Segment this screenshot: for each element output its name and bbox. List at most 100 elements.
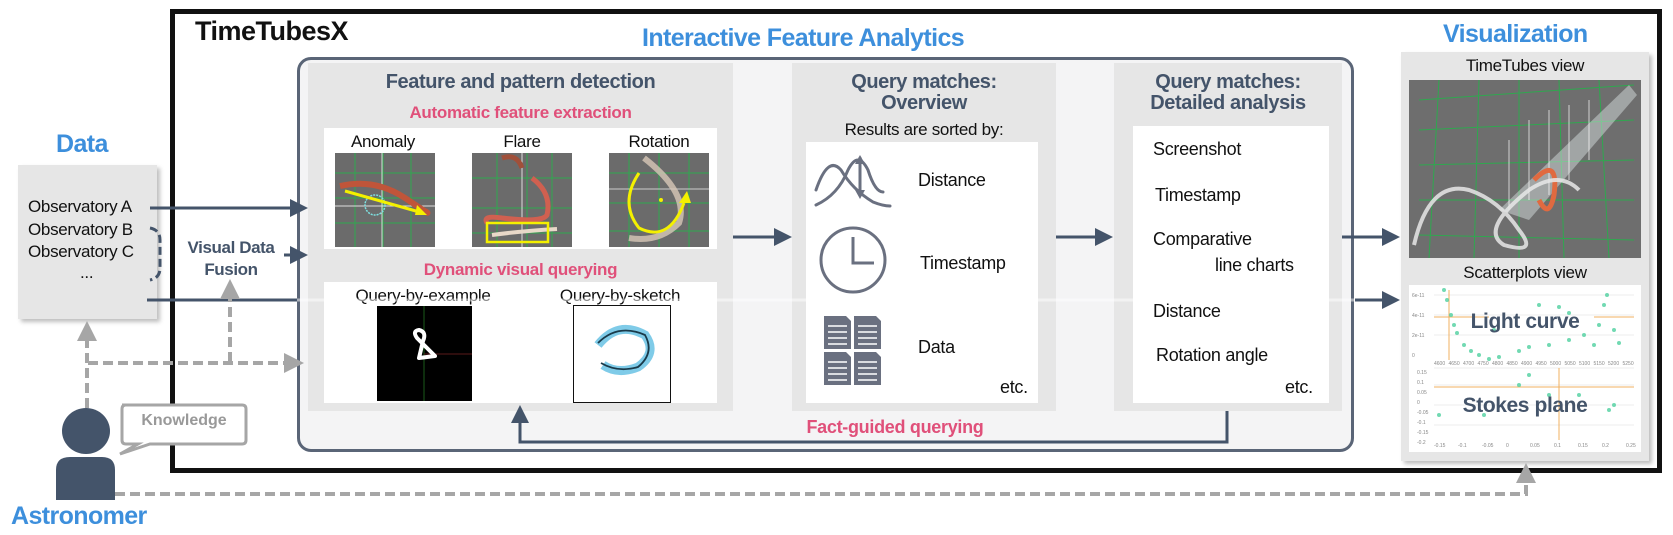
light-curve-x-tick: 5050 <box>1565 361 1576 367</box>
flare-label: Flare <box>503 132 541 151</box>
scatter-point <box>1449 313 1453 317</box>
light-curve-x-tick: 4750 <box>1478 361 1489 367</box>
scatter-point <box>1527 373 1531 377</box>
scatter-point <box>1517 383 1521 387</box>
query-by-example-image[interactable] <box>377 306 472 401</box>
knowledge-label: Knowledge <box>141 412 227 429</box>
sort-timestamp[interactable]: Timestamp <box>920 253 1006 273</box>
scatter-point <box>1477 353 1481 357</box>
detail-rotation-angle: Rotation angle <box>1156 345 1268 365</box>
fusion-line-1: Visual Data <box>187 238 275 257</box>
stokes-x-tick: 0 <box>1506 443 1509 449</box>
detailed-analysis-panel: Query matches: Detailed analysis <box>1114 63 1342 411</box>
scatter-point <box>1577 393 1581 397</box>
anomaly-label: Anomaly <box>350 132 416 151</box>
scatter-point <box>1617 341 1621 345</box>
scatter-point <box>1582 333 1586 337</box>
observatory-c: Observatory C <box>28 242 134 261</box>
light-curve-x-tick: 4950 <box>1536 361 1547 367</box>
scatter-point <box>1602 303 1606 307</box>
light-curve-x-tick: 4600 <box>1434 361 1445 367</box>
scatter-point <box>1592 343 1596 347</box>
stokes-y-tick: -0.15 <box>1417 430 1429 436</box>
stokes-y-tick: 0.05 <box>1417 390 1427 396</box>
scatter-point <box>1492 328 1496 332</box>
fact-guided-querying-label: Fact-guided querying <box>806 417 984 437</box>
stokes-y-tick: 0.15 <box>1417 370 1427 376</box>
scatter-point <box>1482 413 1486 417</box>
scatter-point <box>1437 413 1441 417</box>
scatter-point <box>1547 393 1551 397</box>
sort-distance[interactable]: Distance <box>918 170 986 190</box>
scatter-point <box>1455 331 1459 335</box>
stokes-x-tick: 0.15 <box>1578 443 1588 449</box>
visual-data-fusion-label: Visual Data Fusion <box>176 237 286 281</box>
light-curve-x-tick: 4900 <box>1521 361 1532 367</box>
auto-extraction-title: Automatic feature extraction <box>409 103 632 122</box>
anomaly-thumbnail[interactable] <box>335 153 435 247</box>
fusion-line-2: Fusion <box>204 260 258 279</box>
light-curve-y-tick: 4e-11 <box>1412 313 1425 319</box>
detail-title-line-2: Detailed analysis <box>1150 92 1306 114</box>
scatter-point <box>1442 288 1446 292</box>
light-curve-x-tick: 4700 <box>1463 361 1474 367</box>
astronomer-label: Astronomer <box>11 502 147 530</box>
light-curve-x-tick: 5250 <box>1623 361 1634 367</box>
flare-thumbnail[interactable] <box>472 153 572 247</box>
timetubes-view-title: TimeTubes view <box>1465 56 1585 75</box>
rotation-label: Rotation <box>628 132 690 151</box>
observatory-more: ... <box>80 263 94 282</box>
timetubes-view-image[interactable] <box>1409 80 1641 258</box>
stokes-y-tick: 0 <box>1417 400 1420 406</box>
scatter-point <box>1612 403 1616 407</box>
stokes-y-tick: -0.1 <box>1417 420 1426 426</box>
section-title-visualization: Visualization <box>1443 20 1588 48</box>
scatter-point <box>1567 338 1571 342</box>
light-curve-x-tick: 5100 <box>1579 361 1590 367</box>
stokes-y-tick: -0.2 <box>1417 440 1426 446</box>
scatter-point <box>1607 408 1611 412</box>
scatter-point <box>1452 323 1456 327</box>
detail-box <box>1133 126 1329 403</box>
sort-etc: etc. <box>1000 377 1028 397</box>
app-title: TimeTubesX <box>195 16 349 46</box>
section-title-data: Data <box>56 130 108 158</box>
stokes-x-tick: 0.2 <box>1602 443 1609 449</box>
light-curve-label: Light curve <box>1470 310 1580 333</box>
stokes-y-tick: 0.1 <box>1417 380 1424 386</box>
overview-title-line-1: Query matches: <box>851 71 997 93</box>
sort-data[interactable]: Data <box>918 337 955 357</box>
stokes-x-tick: -0.1 <box>1458 443 1467 449</box>
astronomer-figure <box>56 403 248 500</box>
light-curve-x-tick: 4650 <box>1449 361 1460 367</box>
light-curve-y-tick: 0 <box>1412 353 1415 359</box>
light-curve-x-tick: 5150 <box>1594 361 1605 367</box>
scatter-point <box>1537 303 1541 307</box>
scatter-point <box>1469 349 1473 353</box>
detail-comparative: Comparative <box>1153 229 1252 249</box>
light-curve-x-tick: 5200 <box>1608 361 1619 367</box>
stokes-y-tick: -0.05 <box>1417 410 1429 416</box>
scatter-point <box>1527 345 1531 349</box>
scatter-point <box>1612 328 1616 332</box>
stokes-x-tick: 0.05 <box>1530 443 1540 449</box>
rotation-thumbnail[interactable] <box>609 153 709 247</box>
section-title-ifa: Interactive Feature Analytics <box>642 24 965 52</box>
light-curve-y-tick: 6e-11 <box>1412 293 1425 299</box>
data-box: Observatory A Observatory B Observatory … <box>18 165 157 319</box>
documents-icon <box>824 316 881 385</box>
detail-line-charts: line charts <box>1215 255 1294 275</box>
feature-panel-title: Feature and pattern detection <box>385 71 656 93</box>
stokes-x-tick: -0.05 <box>1482 443 1494 449</box>
scatter-point <box>1567 311 1571 315</box>
sorted-by-label: Results are sorted by: <box>844 120 1004 139</box>
astronomer-body-icon <box>56 457 115 500</box>
dynamic-querying-title: Dynamic visual querying <box>423 260 618 279</box>
knowledge-bubble <box>119 403 248 456</box>
light-curve-x-tick: 5000 <box>1550 361 1561 367</box>
scatter-point <box>1487 357 1491 361</box>
overview-title: Query matches: Overview <box>792 72 1056 114</box>
observatory-a: Observatory A <box>28 197 132 216</box>
query-by-sketch-image[interactable] <box>573 305 671 403</box>
